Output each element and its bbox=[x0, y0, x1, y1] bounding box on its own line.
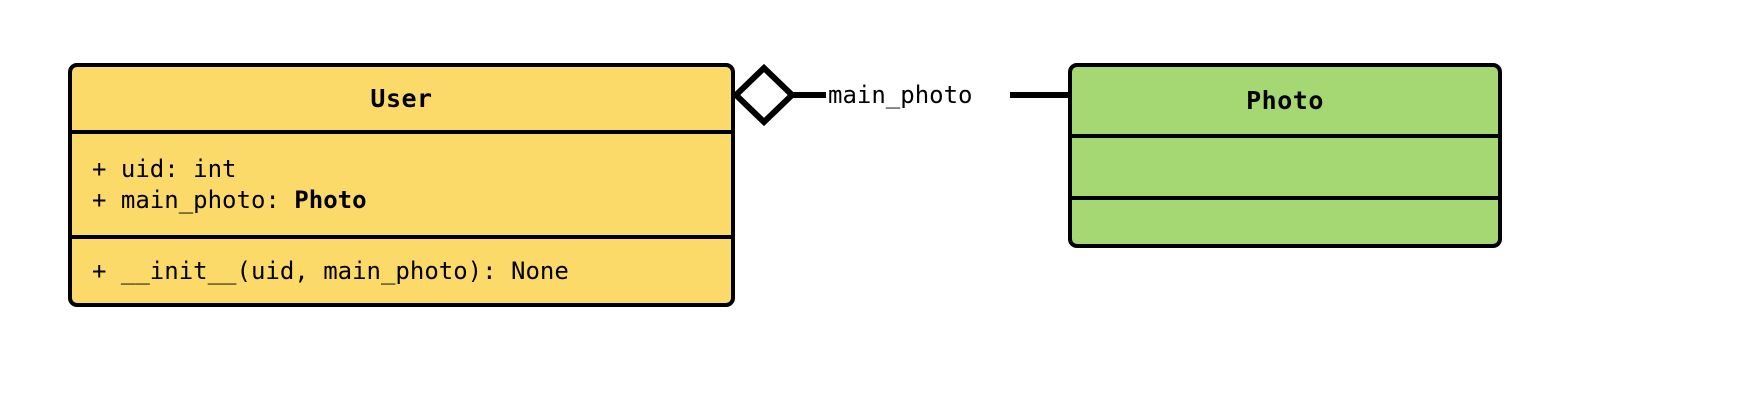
attribute-row: + uid: int bbox=[92, 154, 731, 185]
method-row: + __init__(uid, main_photo): None bbox=[92, 256, 731, 287]
uml-class-user[interactable]: User + uid: int + main_photo: Photo + __… bbox=[68, 63, 735, 307]
class-methods-user: + __init__(uid, main_photo): None bbox=[72, 235, 731, 303]
attribute-row: + main_photo: Photo bbox=[92, 185, 731, 216]
attribute-text: + uid: int bbox=[92, 154, 237, 183]
association-label-main-photo: main_photo bbox=[826, 80, 975, 110]
class-attributes-user: + uid: int + main_photo: Photo bbox=[72, 130, 731, 235]
attribute-text-prefix: + main_photo: bbox=[92, 185, 295, 214]
class-methods-photo bbox=[1072, 196, 1498, 244]
class-title-user: User bbox=[370, 84, 433, 113]
attribute-type-link: Photo bbox=[294, 185, 367, 214]
uml-class-photo[interactable]: Photo bbox=[1068, 63, 1502, 248]
class-attributes-photo bbox=[1072, 134, 1498, 196]
class-title-photo: Photo bbox=[1246, 86, 1324, 115]
aggregation-diamond-icon bbox=[731, 63, 797, 127]
method-text: + __init__(uid, main_photo): None bbox=[92, 256, 569, 285]
